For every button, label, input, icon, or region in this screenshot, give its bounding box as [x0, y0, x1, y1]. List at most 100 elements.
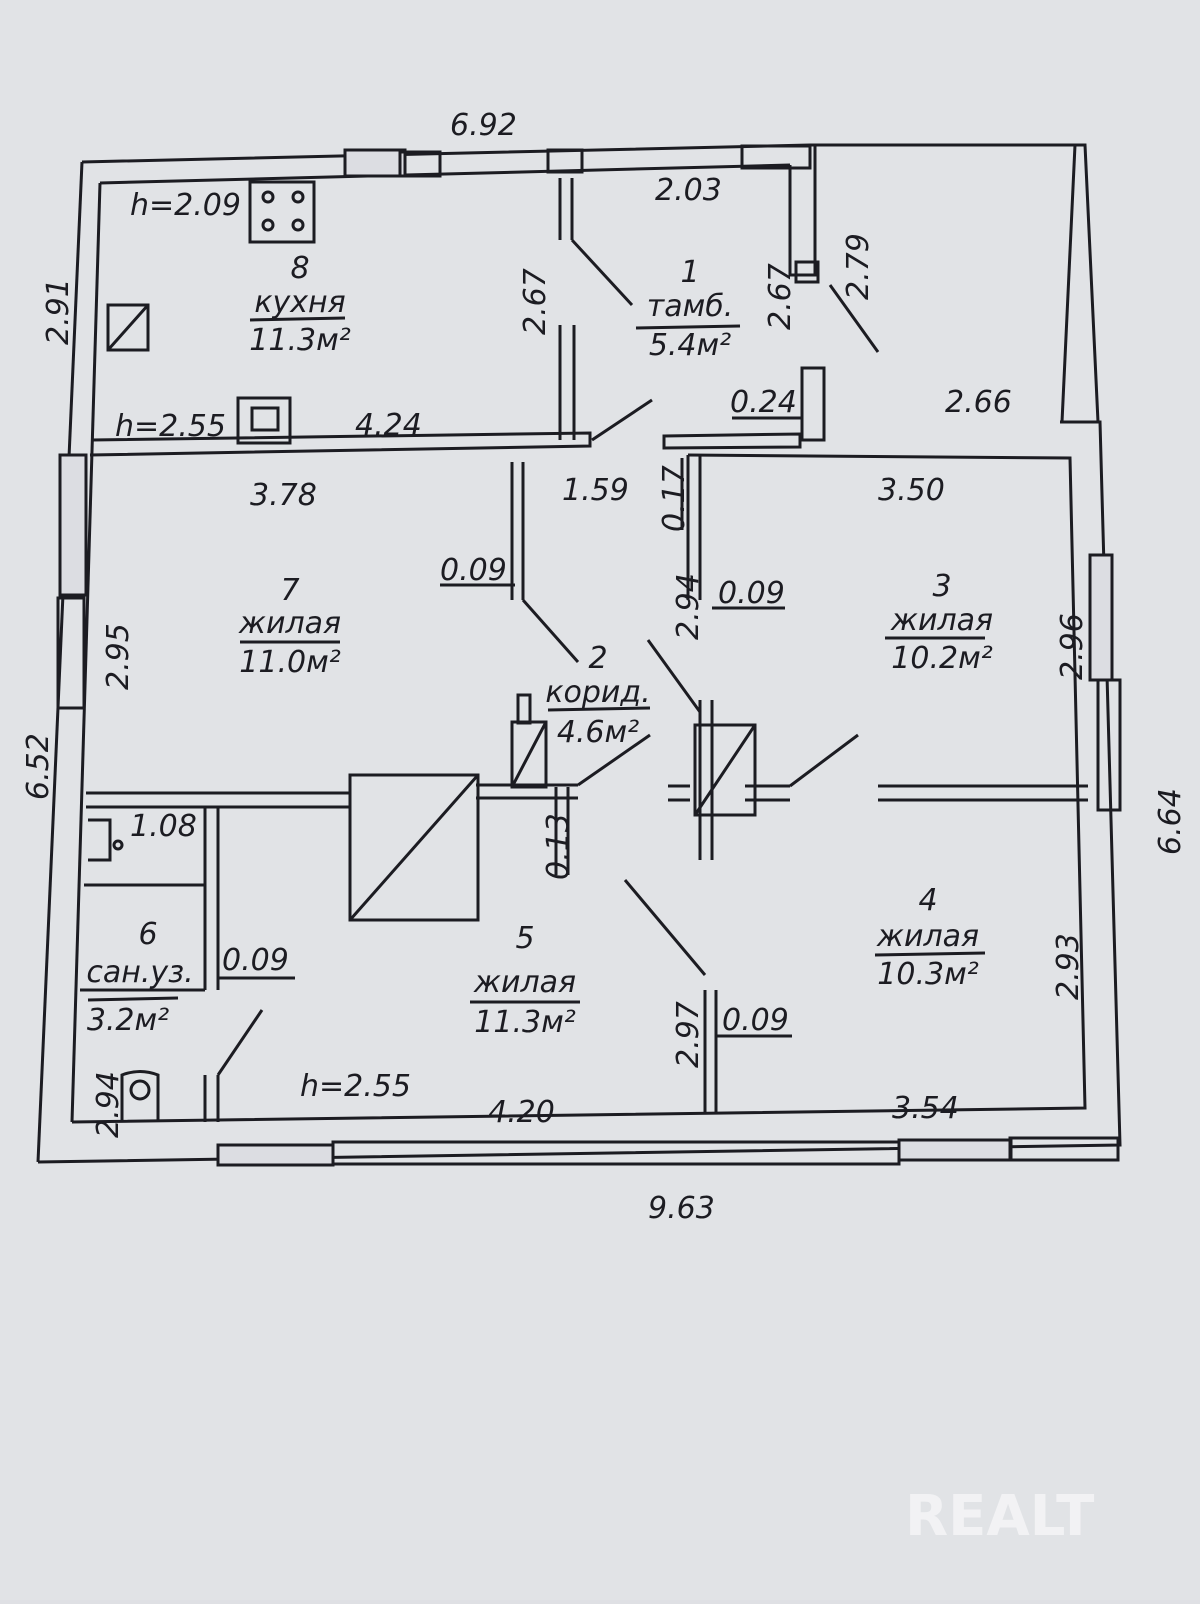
- room-label-3: 3 жилая 10.2м²: [890, 569, 993, 676]
- window-bottom-4: [1008, 1136, 1120, 1162]
- room-name: жилая: [890, 603, 993, 638]
- window-left-1: [58, 453, 88, 597]
- room-number: 7: [280, 573, 299, 608]
- room-number: 3: [932, 569, 951, 604]
- vent-diagonal: [693, 724, 757, 816]
- room-label-4: 4 жилая 10.3м²: [876, 883, 979, 992]
- toilet-icon: [120, 1070, 160, 1122]
- dim-kitchen-height: 2.67: [518, 268, 553, 335]
- window-top-3: [546, 148, 584, 174]
- inner-wall-left: [70, 182, 102, 1123]
- dim-room4-right: 2.93: [1051, 933, 1086, 1000]
- washbasin-icon: [88, 818, 124, 862]
- room-number: 4: [918, 883, 937, 918]
- height-kitchen-low: h=2.55: [115, 409, 226, 444]
- bathroom-door-jamb: [203, 1075, 220, 1122]
- fraction-line-1: [635, 324, 741, 330]
- dim-room3-wall: 0.09: [718, 576, 785, 611]
- dim-wc-wall: 0.09: [222, 943, 289, 978]
- room-number: 5: [515, 921, 534, 956]
- room-name: корид.: [545, 675, 650, 710]
- dim-room3-right: 2.96: [1055, 613, 1090, 680]
- door-swing-8: [623, 879, 707, 976]
- fraction-line-4: [874, 951, 986, 957]
- dim-stub: 0.17: [657, 465, 692, 532]
- dim-room4-left: 2.97: [671, 1001, 706, 1068]
- window-top-2: [398, 150, 442, 178]
- window-bottom-1: [216, 1143, 335, 1167]
- walls: [36, 143, 1122, 1167]
- height-kitchen: h=2.09: [130, 188, 241, 223]
- door-swing-4: [521, 599, 580, 663]
- fraction-line-8: [249, 316, 346, 322]
- room-area: 5.4м²: [649, 328, 731, 363]
- room-label-2: 2 корид. 4.6м²: [545, 641, 650, 750]
- dim-wc-small: 1.08: [130, 809, 197, 844]
- outer-wall-left: [36, 161, 84, 1163]
- partition-room7: [510, 462, 525, 600]
- room-name: сан.уз.: [86, 955, 193, 990]
- dim-room4-bottom: 3.54: [892, 1091, 959, 1126]
- room-area: 4.6м²: [557, 715, 639, 750]
- partition-room4-5: [703, 990, 718, 1112]
- outer-wall-bottom-right: [37, 420, 1122, 1164]
- window-top-4: [740, 144, 812, 170]
- fraction-line-6: [87, 996, 179, 1002]
- chimney-diagonal: [510, 721, 548, 788]
- dim-bottom-total: 9.63: [648, 1191, 715, 1226]
- dim-room5-bottom: 4.20: [488, 1095, 555, 1130]
- room-area: 11.3м²: [249, 323, 350, 358]
- room-number: 2: [588, 641, 607, 676]
- room-number: 6: [138, 917, 157, 952]
- dim-vest-diag: 2.79: [841, 233, 876, 300]
- stove-icon: [248, 180, 316, 244]
- dim-corr-side: 2.94: [671, 573, 706, 640]
- mid-wall-right: [878, 784, 1088, 802]
- dim-door-gap: 1.59: [562, 473, 629, 508]
- window-right-1: [1088, 553, 1114, 682]
- bathroom-wall: [203, 808, 220, 990]
- room-label-5: 5 жилая 11.3м²: [473, 921, 576, 1040]
- porch-post: [800, 366, 826, 442]
- room-label-6: 6 сан.уз. 3.2м²: [86, 917, 193, 1038]
- partition-corridor-low: [554, 787, 570, 875]
- door-swing-9: [216, 1009, 264, 1076]
- dim-left-mid: 2.95: [101, 623, 136, 690]
- window-bottom-3: [897, 1138, 1013, 1162]
- partition-kitchen-lower: [558, 325, 576, 440]
- window-left-2: [56, 596, 86, 710]
- mid-wall-stub-2: [745, 784, 790, 802]
- room-area: 3.2м²: [87, 1003, 169, 1038]
- kitchen-bottom-wall: [89, 431, 592, 457]
- dim-vest-right: 2.67: [763, 263, 798, 330]
- window-top-1: [343, 148, 407, 178]
- window-right-2: [1096, 678, 1122, 812]
- dim-kitchen-bottom: 4.24: [355, 408, 422, 443]
- vent-shaft: [693, 723, 757, 817]
- room-area: 11.3м²: [474, 1005, 575, 1040]
- room-label-1: 1 тамб. 5.4м²: [647, 255, 734, 363]
- door-swing-2: [591, 398, 653, 442]
- realt-watermark: REALT: [905, 1484, 1094, 1549]
- sink-icon: [106, 303, 150, 352]
- door-swing-3: [828, 284, 880, 353]
- room-label-8: 8 кухня 11.3м²: [249, 251, 350, 358]
- room-label-7: 7 жилая 11.0м²: [238, 573, 341, 680]
- inner-wall-top: [99, 163, 791, 185]
- stove-diagonal: [348, 774, 480, 921]
- dim-left-upper: 2.91: [41, 278, 76, 345]
- porch-inner: [1060, 144, 1077, 423]
- vestibule-wall: [788, 145, 817, 277]
- partition-kitchen-upper: [558, 178, 574, 240]
- door-swing-5: [646, 639, 702, 713]
- door-swing-7: [789, 733, 859, 788]
- mid-wall-center: [476, 783, 578, 800]
- dim-room7-top: 3.78: [250, 478, 317, 513]
- vestibule-post: [794, 260, 820, 284]
- dim-right-total: 6.64: [1153, 788, 1188, 855]
- mid-wall-left: [86, 791, 350, 809]
- room-name: жилая: [876, 919, 979, 954]
- room-name: жилая: [473, 965, 576, 1000]
